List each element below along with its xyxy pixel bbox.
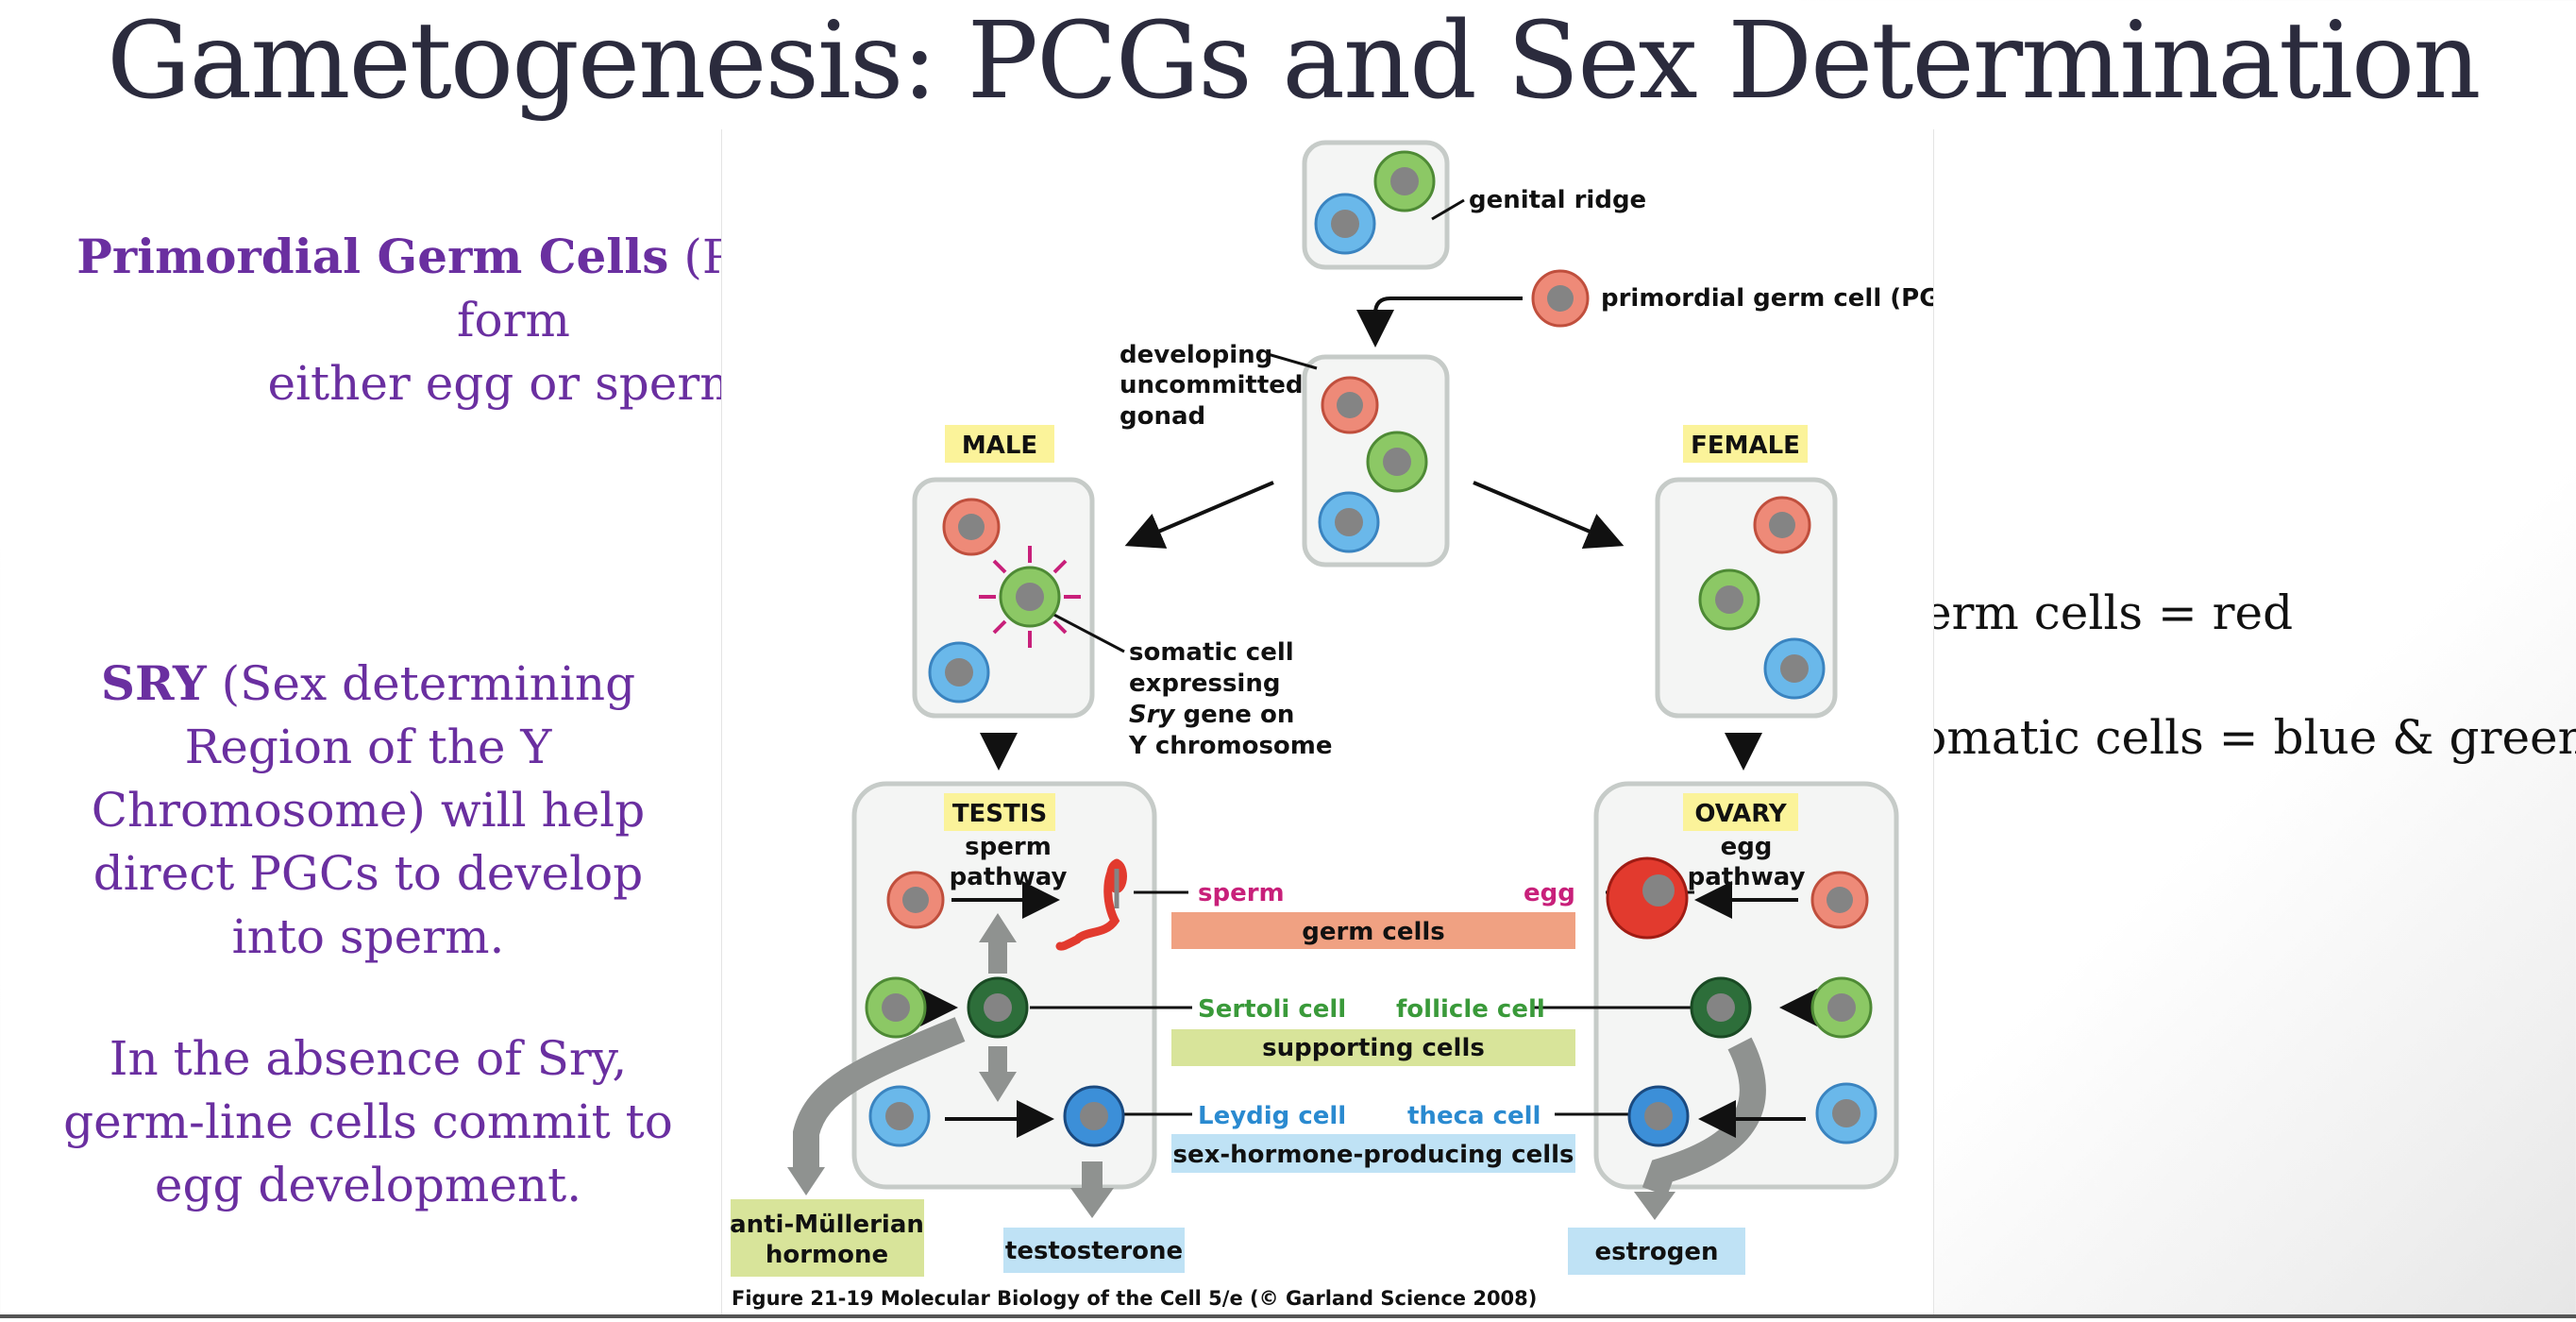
leydig-label: Leydig cell [1198, 1102, 1346, 1130]
sry-term: SRY [100, 655, 207, 711]
ovary-label-bg [1683, 793, 1798, 831]
gonad-development-figure: genital ridge primordial germ cell (PGC)… [721, 129, 1969, 1318]
amh-curve-arrow [793, 1017, 966, 1171]
amh-label-2: hormone [766, 1241, 888, 1269]
gray-arrows [979, 913, 1114, 1218]
absence-description: In the absence of Sry, germ-line cells c… [63, 1031, 673, 1212]
theca-label: theca cell [1407, 1102, 1541, 1130]
testis-label-bg [944, 793, 1055, 831]
germ-cells-band [1171, 912, 1575, 949]
egg-pathway-1: egg [1721, 833, 1773, 861]
legend-germ-cells: Germ cells = red [1886, 585, 2294, 640]
sperm-icon [1055, 858, 1127, 951]
caption-rest: (© Garland Science 2008) [1243, 1287, 1538, 1310]
sry-description: SRY (Sex determining Region of the Y Chr… [57, 652, 680, 969]
female-label: FEMALE [1691, 432, 1800, 460]
pgc-line2: either egg or sperm. [267, 356, 760, 411]
somatic-label-1: somatic cell [1129, 638, 1294, 667]
egg-pathway-2: pathway [1688, 863, 1806, 891]
pgc-term: Primordial Germ Cells [76, 229, 669, 284]
somatic-label-3-rest: gene on [1175, 701, 1295, 729]
testosterone-label: testosterone [1005, 1237, 1183, 1265]
slide-bottom-border [0, 1314, 2576, 1318]
male-label: MALE [962, 432, 1037, 460]
estrogen-box [1568, 1228, 1745, 1275]
estrogen-label: estrogen [1595, 1238, 1719, 1266]
amh-label-1: anti-Müllerian [730, 1211, 924, 1239]
amh-box [731, 1199, 924, 1277]
slide-title: Gametogenesis: PCGs and Sex Determinatio… [107, 0, 2481, 123]
supporting-cells-band [1171, 1029, 1575, 1066]
somatic-label-4: Y chromosome [1128, 732, 1333, 760]
developing-label-1: developing [1120, 341, 1272, 369]
sertoli-label: Sertoli cell [1198, 995, 1346, 1024]
follicle-label: follicle cell [1396, 995, 1545, 1024]
caption-bold: Figure 21-19 Molecular Biology of the Ce… [732, 1287, 1243, 1310]
developing-label-2: uncommitted [1120, 371, 1304, 399]
sperm-pathway-1: sperm [965, 833, 1052, 861]
pgc-label: primordial germ cell (PGC) [1601, 284, 1933, 313]
sry-rest: (Sex determining Region of the Y Chromos… [91, 656, 646, 964]
male-label-bg [945, 425, 1054, 463]
sperm-pathway-2: pathway [950, 863, 1068, 891]
figure-caption: Figure 21-19 Molecular Biology of the Ce… [732, 1287, 1537, 1310]
cells [865, 150, 1877, 1147]
amh-arrowhead [787, 1167, 825, 1195]
egg-label: egg [1524, 879, 1575, 907]
hormone-cells-band [1171, 1134, 1575, 1173]
testis-label: TESTIS [952, 800, 1047, 828]
legend-somatic-cells: Somatic cells = blue & green [1886, 710, 2576, 765]
genital-ridge-label: genital ridge [1469, 186, 1646, 214]
supporting-cells-label: supporting cells [1262, 1034, 1485, 1062]
germ-cells-label: germ cells [1302, 918, 1445, 946]
black-arrows [920, 297, 1817, 1138]
sperm-label: sperm [1198, 879, 1285, 907]
estrogen-arrowhead [1634, 1192, 1675, 1220]
somatic-label-3: Sry gene on [1129, 701, 1294, 729]
sry-glow [979, 546, 1081, 648]
figure-svg: genital ridge primordial germ cell (PGC)… [730, 140, 1969, 1310]
ovary-label: OVARY [1694, 800, 1787, 828]
hormone-cells-label: sex-hormone-producing cells [1172, 1141, 1574, 1169]
female-label-bg [1683, 425, 1808, 463]
sry-italic: Sry [1129, 701, 1176, 729]
testosterone-box [1003, 1228, 1185, 1273]
developing-label-3: gonad [1120, 402, 1205, 431]
somatic-label-2: expressing [1129, 669, 1280, 698]
